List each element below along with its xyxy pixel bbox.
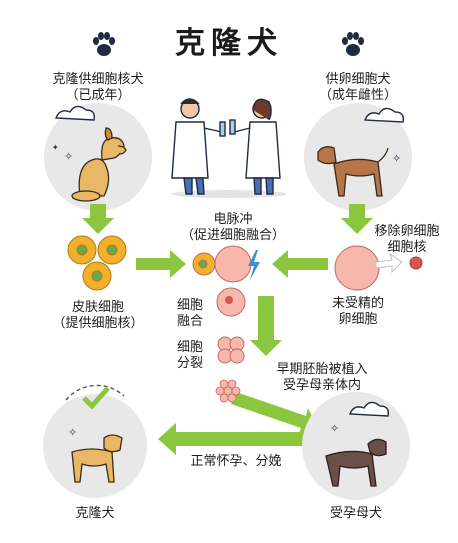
remove-nucleus-label-line2: 细胞核 xyxy=(387,240,427,255)
skin-cell-label-line1: 皮肤细胞 xyxy=(71,300,124,315)
paw-icon-left xyxy=(93,32,115,56)
electric-pulse-label-line2: （促进细胞融合） xyxy=(180,228,285,243)
arrow-donor-to-skin xyxy=(82,204,114,234)
skin-cell-label-line2: （提供细胞核） xyxy=(52,316,144,331)
svg-text:✧: ✧ xyxy=(330,422,339,435)
clone-dog-illustration: ✧ xyxy=(43,384,147,498)
donor-label-line2: （已成年） xyxy=(65,88,131,103)
egg-donor-label-line1: 供卵细胞犬 xyxy=(325,72,391,87)
skin-cells xyxy=(67,235,127,291)
arrow-egg-to-fusion xyxy=(272,250,328,278)
implant-label-line1: 早期胚胎被植入 xyxy=(276,362,368,377)
remove-nucleus-label: 移除卵细胞 细胞核 xyxy=(362,224,452,256)
electric-pulse-label-line1: 电脉冲 xyxy=(213,212,253,227)
svg-text:✧: ✧ xyxy=(68,426,77,439)
svg-text:✦: ✦ xyxy=(52,143,59,152)
page-title: 克隆犬 xyxy=(175,26,283,61)
egg-donor-label-line2: （成年雌性） xyxy=(318,88,397,103)
unfertilized-egg-label: 未受精的 卵细胞 xyxy=(318,296,398,328)
implant-label-line2: 受孕母亲体内 xyxy=(282,378,361,393)
clone-dog-label: 克隆犬 xyxy=(75,506,115,521)
arrow-skin-to-fusion xyxy=(136,250,186,278)
donor-label: 克隆供细胞核犬 （已成年） xyxy=(28,72,168,104)
egg-donor-dog-illustration: ✧ xyxy=(304,103,412,211)
egg-donor-label: 供卵细胞犬 （成年雌性） xyxy=(298,72,418,104)
paw-icon-right xyxy=(342,32,364,56)
unfertilized-egg-label-line1: 未受精的 xyxy=(331,296,384,311)
arrow-egg-donor-down xyxy=(341,204,373,234)
birth-label: 正常怀孕、分娩 xyxy=(190,454,282,469)
svg-text:✧: ✧ xyxy=(64,150,73,163)
unfertilized-egg xyxy=(334,245,423,291)
surrogate-dog-label: 受孕母犬 xyxy=(329,506,382,521)
arrow-embryo-to-surrogate xyxy=(231,392,318,436)
fusion-label: 细胞 融合 xyxy=(170,298,210,330)
remove-nucleus-label-line1: 移除卵细胞 xyxy=(374,224,440,239)
fusion-label-line2: 融合 xyxy=(176,314,203,329)
fused-cell xyxy=(216,287,246,317)
scientists-illustration xyxy=(171,98,287,198)
arrow-surrogate-to-clone xyxy=(158,423,304,455)
svg-text:✧: ✧ xyxy=(392,152,401,165)
division-label: 细胞 分裂 xyxy=(170,340,210,372)
fusion-cells xyxy=(192,245,252,283)
division-label-line2: 分裂 xyxy=(176,356,203,371)
electric-pulse-label: 电脉冲 （促进细胞融合） xyxy=(178,212,288,244)
electric-pulse-icon xyxy=(248,250,260,280)
division-label-line1: 细胞 xyxy=(176,340,203,355)
fusion-label-line1: 细胞 xyxy=(176,298,203,313)
skin-cell-label: 皮肤细胞 （提供细胞核） xyxy=(40,300,156,332)
dividing-cells xyxy=(217,336,245,364)
arrow-fusion-down xyxy=(250,296,282,356)
implant-label: 早期胚胎被植入 受孕母亲体内 xyxy=(262,362,382,394)
donor-dog-illustration: ✧ ✦ xyxy=(44,103,152,211)
donor-label-line1: 克隆供细胞核犬 xyxy=(52,72,144,87)
unfertilized-egg-label-line2: 卵细胞 xyxy=(338,312,378,327)
early-embryo xyxy=(215,379,241,403)
surrogate-dog-illustration: ✧ xyxy=(302,392,410,500)
